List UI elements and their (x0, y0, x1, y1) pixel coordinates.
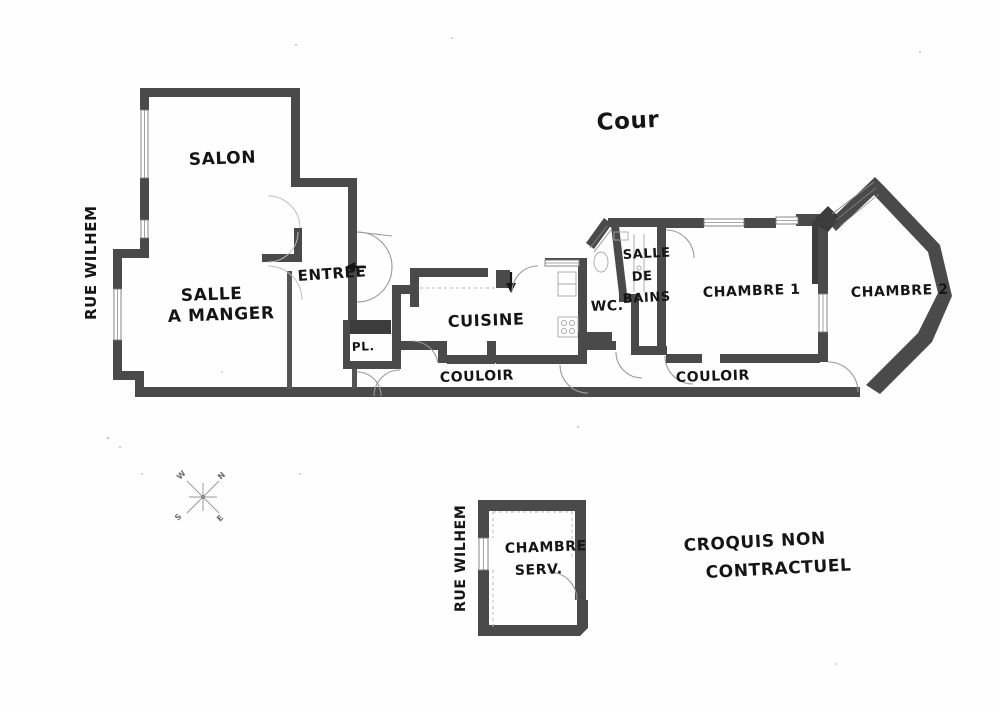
label-cuisine: CUISINE (447, 309, 524, 331)
label-chambre-serv-line2: SERV. (515, 561, 563, 579)
label-wc: WC. (591, 298, 624, 315)
placard-walls (343, 320, 398, 369)
chambre-serv-outline (478, 500, 588, 636)
disclaimer-line-2: CONTRACTUEL (705, 555, 852, 583)
label-couloir-left: COULOIR (440, 367, 515, 386)
label-chambre-serv-line1: CHAMBRE (505, 538, 587, 557)
bathroom-doors (615, 229, 695, 385)
label-rue-wilhem-annex: RUE WILHEM (453, 505, 469, 612)
entry-direction-arrow (345, 262, 366, 272)
label-chambre-2: CHAMBRE 2 (851, 282, 949, 301)
label-couloir-right: COULOIR (676, 367, 751, 386)
compass-letter-w: W (175, 469, 188, 482)
cuisine-door (411, 340, 439, 364)
chambre2-window (831, 181, 880, 227)
disclaimer-line-1: CROQUIS NON (683, 529, 826, 556)
chambre-serv-door (548, 571, 578, 601)
label-salle-de-bains-line1: SALLE (622, 246, 671, 263)
chambre1-windows (703, 216, 799, 227)
main-entrance-door (356, 231, 393, 303)
label-salle-a-manger-line1: SALLE (180, 284, 242, 306)
bathroom-window (589, 225, 612, 253)
compass-letter-n: N (216, 470, 227, 481)
couloir-walls (352, 369, 357, 389)
compass-letter-e: E (215, 513, 225, 523)
label-placard: PL. (352, 339, 375, 354)
cuisine-opening (544, 259, 580, 267)
chambre2-walls (812, 177, 952, 394)
salon-window-lower (140, 219, 149, 239)
compass-letter-s: S (173, 512, 184, 523)
label-rue-wilhem-main: RUE WILHEM (82, 205, 100, 320)
chambre1-side-window (818, 293, 828, 333)
main-apartment-outline (113, 88, 952, 397)
bathroom-fixtures (593, 231, 645, 292)
bathroom-wc-walls (578, 218, 667, 355)
chambre1-walls (662, 214, 828, 363)
scan-noise (106, 37, 922, 665)
entree-door-arcs (267, 195, 303, 301)
couloir-doors (356, 361, 859, 397)
label-entree: ENTREE (297, 262, 367, 285)
label-chambre-1: CHAMBRE 1 (703, 282, 801, 301)
label-salon: SALON (188, 148, 256, 170)
label-salle-de-bains-line3: BAINS (622, 289, 671, 306)
kitchen-fixtures (557, 271, 579, 338)
salle-a-manger-window (113, 288, 122, 341)
label-salle-a-manger-line2: A MANGER (167, 303, 274, 327)
label-salle-de-bains-line2: DE (631, 269, 653, 285)
salon-window-upper (140, 109, 149, 179)
compass-rose: W N S E (173, 469, 227, 524)
label-cour: Cour (596, 107, 660, 136)
kitchen-direction-arrow (506, 272, 516, 293)
chambre-serv-window (478, 537, 489, 571)
